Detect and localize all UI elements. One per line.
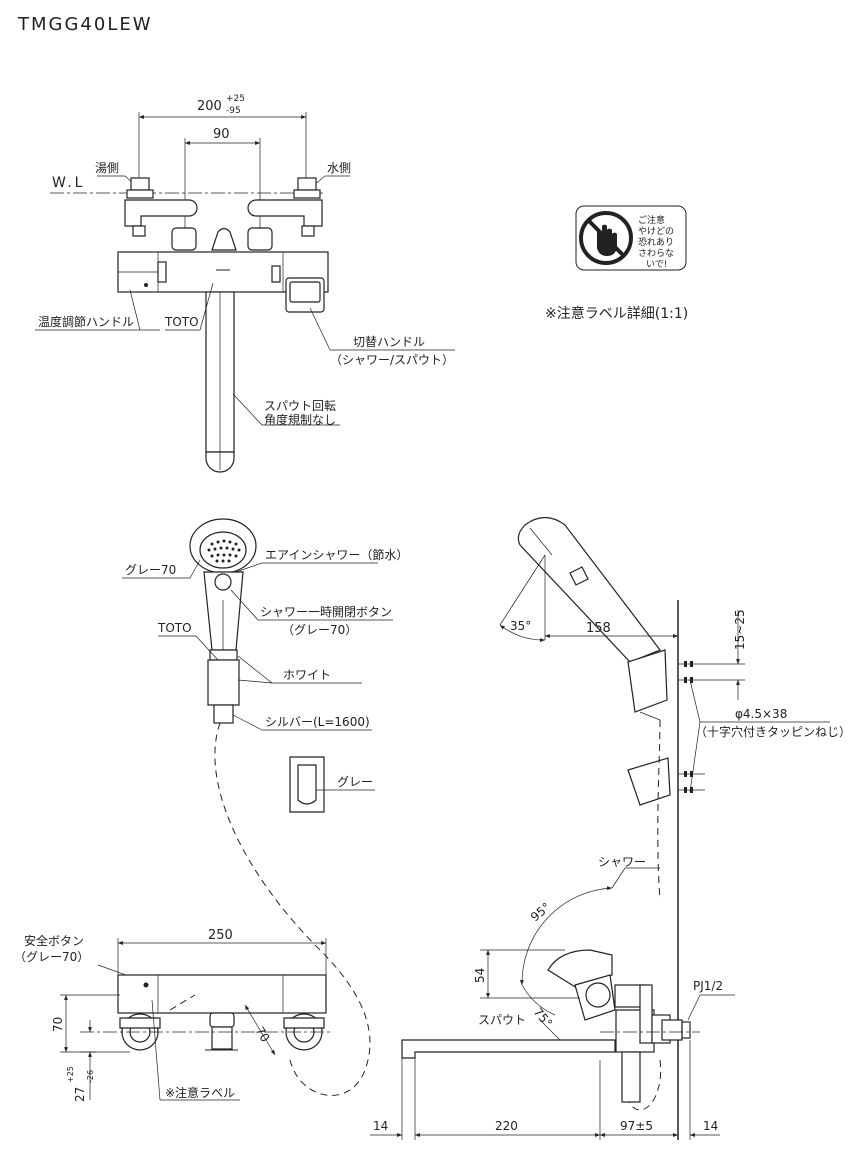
dim-15-25-label: 15~25 [733, 609, 747, 650]
dim-total-tol-minus: -95 [226, 106, 241, 116]
dim-14a-label: 14 [373, 1119, 388, 1133]
hot-side-label: 湯側 [95, 161, 119, 175]
safety-button-label: 安全ボタン [24, 933, 84, 948]
switch-handle-label: 切替ハンドル [353, 335, 425, 349]
dim-220-label: 220 [495, 1119, 518, 1133]
top-view: 250 安全ボタン （グレー70） 70 70 27 +25 - [14, 928, 330, 1102]
screw-sub-label: （十字穴付きタッピンねじ） [695, 724, 850, 739]
dim-70a-label: 70 [51, 1017, 65, 1032]
caution-caption: ※注意ラベル詳細(1:1) [545, 305, 688, 322]
caution-line-3: 恐れあり [638, 237, 674, 248]
dim-70b-label: 70 [252, 1024, 272, 1044]
spout-rotation-1: スパウト回転 [264, 399, 336, 413]
shower-mode-label: シャワー [598, 855, 646, 869]
dim-14b-label: 14 [703, 1119, 718, 1133]
dim-158-label: 158 [586, 621, 611, 636]
wl-label: W.L [52, 175, 86, 191]
air-in-label: エアインシャワー（節水） [265, 547, 408, 562]
dim-total-tol-plus: +25 [226, 94, 245, 104]
caution-line-1: ご注意 [638, 214, 665, 226]
angle-35-label: 35° [510, 619, 531, 633]
dim-inner-label: 90 [213, 127, 230, 142]
shower-front-view: グレー70 エアインシャワー（節水） シャワー一時開閉ボタン （グレー70） T… [122, 518, 408, 1096]
caution-line-5: いで! [646, 260, 667, 270]
temp-handle-label: 温度調節ハンドル [38, 314, 134, 329]
caution-line-4: さわらな [638, 248, 674, 259]
dim-54-label: 54 [473, 968, 487, 983]
pj-label: PJ1/2 [693, 979, 723, 993]
cold-side-label: 水側 [327, 161, 351, 175]
dim-27-label: 27 [73, 1087, 87, 1102]
grey-holder-label: グレー [337, 775, 373, 789]
screw-label: φ4.5×38 [735, 707, 787, 721]
dim-total-label: 200 [197, 99, 222, 114]
dim-250-label: 250 [208, 928, 233, 943]
toto-front-label: TOTO [164, 315, 199, 329]
caution-label-ref: ※注意ラベル [165, 1085, 235, 1100]
dim-97-label: 97±5 [620, 1119, 653, 1133]
caution-label-detail: ご注意 やけどの 恐れあり さわらな いで! ※注意ラベル詳細(1:1) [545, 205, 688, 322]
spout-mode-label: スパウト [478, 1013, 526, 1027]
button-label: シャワー一時開閉ボタン [260, 605, 392, 619]
angle-75-label: 75° [531, 1005, 555, 1030]
toto-shower-label: TOTO [157, 621, 192, 635]
switch-handle-sub: （シャワー/スパウト） [330, 353, 454, 367]
white-label: ホワイト [283, 668, 331, 682]
grey70-label: グレー70 [125, 563, 176, 577]
dim-27-minus: -26 [86, 1070, 95, 1083]
silver-label: シルバー(L=1600) [265, 715, 370, 729]
side-view: 35° 158 15~25 φ4.5×38 （十字穴付きタッピンねじ） 95° … [370, 516, 850, 1140]
angle-95-label: 95° [528, 900, 553, 924]
safety-button-sub: （グレー70） [14, 950, 89, 964]
caution-line-2: やけどの [638, 226, 674, 237]
dim-27-plus: +25 [66, 1066, 75, 1083]
spout-rotation-2: 角度規制なし [264, 412, 336, 427]
button-sub-label: （グレー70） [282, 623, 357, 637]
front-view: 200 +25 -95 90 W.L 湯側 水側 [35, 94, 455, 473]
model-title: TMGG40LEW [17, 14, 153, 35]
